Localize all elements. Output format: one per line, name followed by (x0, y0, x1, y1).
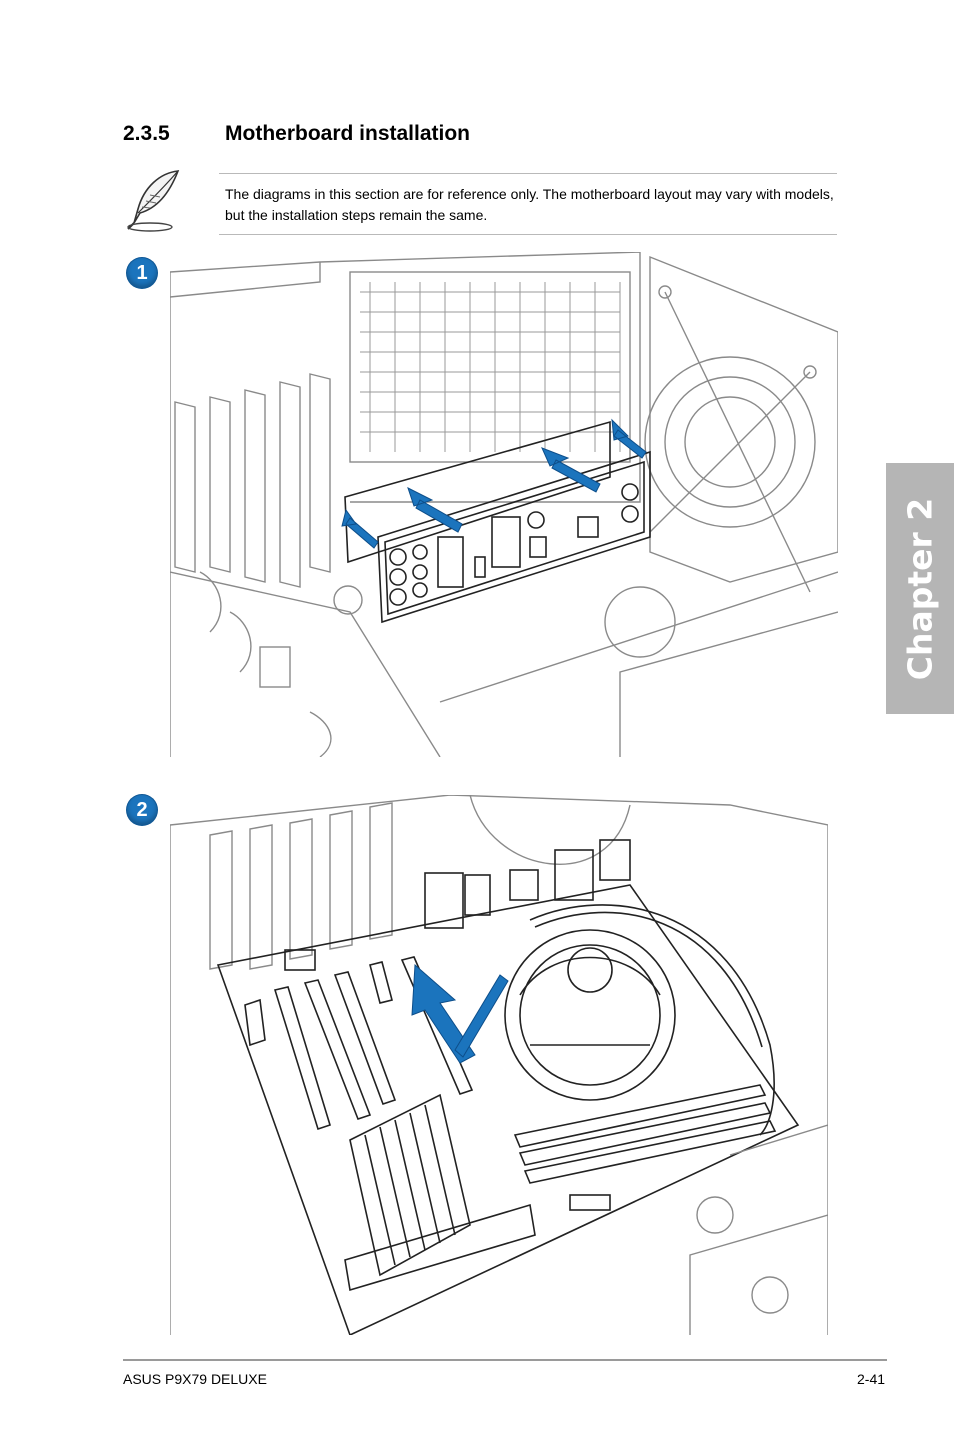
chapter-label: Chapter 2 (900, 497, 940, 680)
step-1-badge: 1 (127, 258, 157, 288)
footer-divider (123, 1359, 887, 1361)
io-shield-install-diagram (170, 252, 838, 757)
section-title: Motherboard installation (225, 122, 471, 145)
chapter-tab: Chapter 2 (886, 463, 954, 714)
motherboard-placement-diagram (170, 795, 828, 1335)
note-divider-bottom (219, 234, 837, 235)
footer-page-number: 2-41 (857, 1371, 886, 1387)
step-2-badge: 2 (127, 795, 157, 825)
section-number: 2.3.5 (123, 122, 170, 145)
note-divider-top (219, 173, 837, 174)
footer-product-name: ASUS P9X79 DELUXE (123, 1371, 267, 1387)
feather-pen-icon (127, 170, 180, 232)
note-text: The diagrams in this section are for ref… (225, 186, 834, 223)
